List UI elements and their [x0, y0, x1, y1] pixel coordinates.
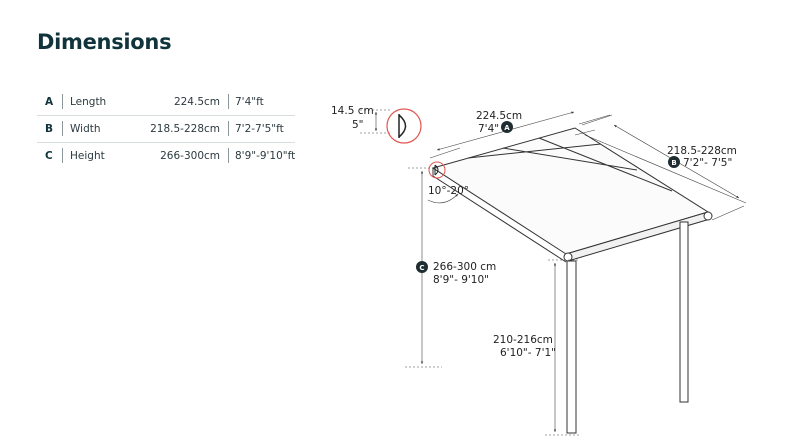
row-letter: A — [45, 96, 54, 108]
length-imperial-label: 7'4" — [478, 123, 499, 135]
row-name: Length — [70, 96, 107, 108]
row-metric: 218.5-228cm — [150, 123, 220, 135]
extension-line — [405, 167, 442, 368]
width-metric-label: 218.5-228cm — [667, 145, 737, 157]
row-name: Width — [70, 123, 101, 135]
extension-line — [545, 259, 580, 436]
angle-label: 10°-20° — [428, 185, 469, 197]
row-letter: C — [45, 150, 53, 162]
highlight-circle — [428, 161, 446, 179]
dimensions-table: A Length 224.5cm 7'4"ft B Width 218.5-22… — [37, 89, 295, 169]
wall-bracket — [432, 168, 567, 263]
divider — [228, 94, 229, 109]
divider — [62, 94, 63, 109]
marker-letter: A — [504, 124, 510, 132]
gutter-profile-icon — [398, 114, 407, 138]
marker-letter: C — [419, 264, 424, 272]
width-imperial-label: 7'2"- 7'5" — [683, 157, 732, 169]
letter-marker-b: B — [668, 156, 680, 168]
height-metric-label: 266-300 cm — [433, 261, 496, 273]
post-imperial-label: 6'10"- 7'1" — [500, 347, 556, 359]
rafter-end — [703, 211, 713, 221]
height-imperial-label: 8'9"- 9'10" — [433, 274, 489, 286]
extension-line — [360, 109, 390, 134]
divider — [228, 148, 229, 163]
row-imperial: 8'9"-9'10"ft — [235, 150, 296, 162]
marker-letter: B — [671, 159, 676, 167]
highlight-circle — [386, 108, 422, 144]
gutter-imperial-label: 5" — [352, 119, 364, 131]
row-name: Height — [70, 150, 105, 162]
gutter-metric-label: 14.5 cm — [331, 105, 374, 117]
row-letter: B — [45, 123, 54, 135]
angle-arc — [427, 193, 459, 204]
marker-circle — [416, 261, 428, 273]
marker-circle — [501, 121, 513, 133]
table-row: C Height 266-300cm 8'9"-9'10"ft — [37, 143, 295, 169]
divider — [62, 121, 63, 136]
table-row: A Length 224.5cm 7'4"ft — [37, 89, 295, 116]
divider — [228, 121, 229, 136]
gutter-detail — [386, 108, 446, 179]
row-metric: 224.5cm — [173, 96, 220, 108]
post-metric-label: 210-216cm — [493, 334, 553, 346]
row-imperial: 7'4"ft — [235, 96, 264, 108]
marker-circle — [668, 156, 680, 168]
rear-post — [679, 221, 689, 403]
dimension-lines — [360, 109, 747, 436]
row-metric: 266-300cm — [160, 150, 220, 162]
letter-marker-a: A — [501, 121, 513, 133]
front-post — [566, 260, 577, 434]
length-metric-label: 224.5cm — [476, 110, 522, 122]
table-row: B Width 218.5-228cm 7'2-7'5"ft — [37, 116, 295, 143]
letter-marker-c: C — [416, 261, 428, 273]
page-title: Dimensions — [37, 30, 172, 54]
row-imperial: 7'2-7'5"ft — [235, 123, 284, 135]
gutter-profile-icon — [434, 164, 439, 176]
divider — [62, 148, 63, 163]
